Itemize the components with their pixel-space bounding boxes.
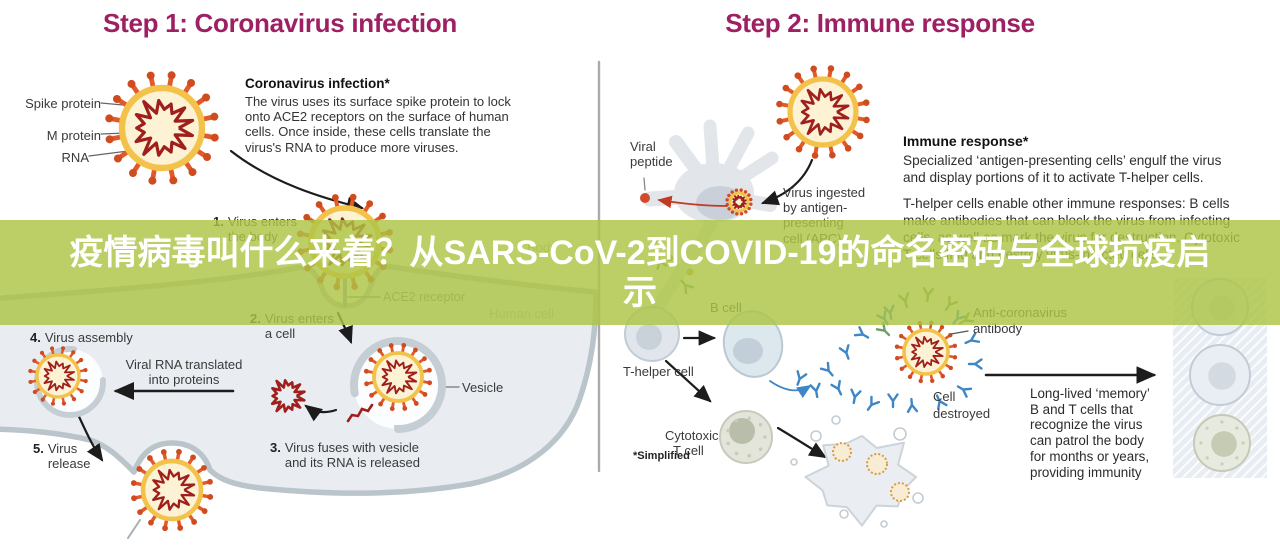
viral-peptide-dot	[640, 193, 650, 203]
antibody-icon	[850, 388, 862, 405]
step1-title: Step 1: Coronavirus infection	[103, 8, 457, 38]
step2-infobox-heading: Immune response*	[903, 133, 1029, 149]
antibody-icon	[906, 397, 919, 414]
antibody-icon	[819, 361, 834, 377]
headline-line2: 示	[623, 273, 657, 312]
coronavirus-icon	[363, 342, 433, 412]
destroyed-cell-shape	[804, 434, 917, 527]
headline-line1: 疫情病毒叫什么来着？从SARS-CoV-2到COVID-19的命名密码与全球抗疫…	[69, 233, 1211, 272]
antibody-icon	[887, 393, 899, 409]
label-rna: RNA	[61, 150, 89, 165]
antibody-icon	[956, 385, 973, 398]
antibody-icon	[935, 394, 948, 411]
step1-infobox-heading: Coronavirus infection*	[245, 76, 390, 91]
coronavirus-icon	[130, 448, 214, 532]
label-t-helper-cell: T-helper cell	[623, 364, 694, 379]
antibody-icon	[853, 326, 870, 339]
label-cell-destroyed: Cell destroyed	[933, 389, 991, 421]
coronavirus-icon	[776, 65, 870, 159]
antibody-icon	[809, 382, 821, 399]
antibody-icon	[830, 379, 843, 396]
label-step-3-virus-fuses: 3. Virus fuses with vesicle and its RNA …	[270, 440, 420, 470]
label-viral-rna-translated: Viral RNA translated into proteins	[125, 357, 243, 388]
antibody-icon	[838, 344, 850, 360]
coronavirus-icon	[894, 320, 958, 384]
label-cytotoxic-t-cell: Cytotoxic T cell	[665, 428, 719, 459]
label-spike-protein: Spike protein	[25, 96, 101, 111]
viral-rna-icon	[270, 378, 306, 413]
label-simplified-note: *Simplified	[633, 450, 690, 462]
label-vesicle: Vesicle	[462, 380, 504, 395]
coronavirus-icon	[105, 71, 219, 185]
label-step-5-virus-release: 5. Virus release	[33, 441, 91, 471]
antibody-icon	[875, 321, 891, 337]
step1-infobox: Coronavirus infection* The virus uses it…	[245, 76, 525, 155]
virus-particle-icon	[890, 482, 910, 502]
label-step-4-virus-assembly: 4. Virus assembly	[30, 330, 133, 345]
label-m-protein: M protein	[46, 128, 101, 143]
antibody-icon	[796, 370, 808, 386]
antibody-icon	[964, 332, 981, 345]
label-memory-cells-note: Long-lived ‘memory’ B and T cells that r…	[1030, 386, 1150, 480]
label-viral-peptide: Viral peptide	[630, 139, 673, 170]
headline-banner: 疫情病毒叫什么来着？从SARS-CoV-2到COVID-19的命名密码与全球抗疫…	[0, 220, 1280, 325]
coronavirus-icon	[28, 346, 88, 406]
virus-particle-icon	[832, 442, 852, 462]
antibody-icon	[866, 395, 881, 411]
step2-title: Step 2: Immune response	[725, 8, 1035, 38]
virus-particle-icon	[866, 453, 888, 475]
coronavirus-icon	[725, 188, 753, 216]
antibody-icon	[967, 358, 983, 370]
